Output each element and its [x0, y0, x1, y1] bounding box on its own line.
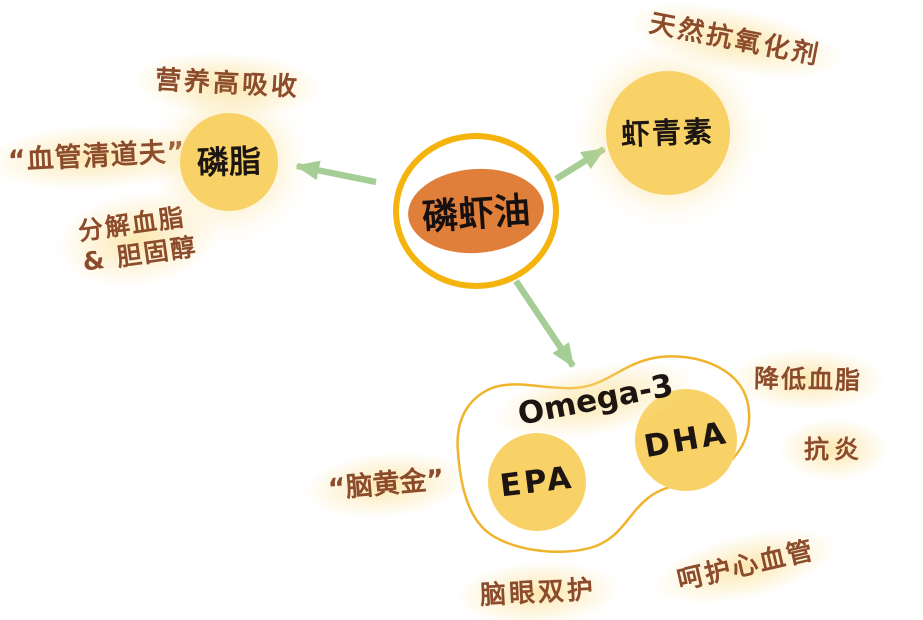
- arrow-to-astaxanthin: [554, 146, 606, 182]
- node-phospholipid: 磷脂: [180, 113, 278, 211]
- label-brain-eye-protection: 脑眼双护: [479, 574, 597, 612]
- node-dha-label: DHA: [641, 414, 731, 465]
- node-phospholipid-label: 磷脂: [196, 141, 262, 183]
- label-lower-blood-lipids: 降低血脂: [753, 364, 863, 395]
- center-node-label: 磷虾油: [420, 190, 532, 239]
- center-node-oval: 磷虾油: [405, 164, 547, 258]
- label-brain-gold: “脑黄金”: [326, 463, 446, 506]
- label-anti-inflammatory: 抗炎: [777, 417, 891, 482]
- label-break-down-lipids: 分解血脂 & 胆固醇: [76, 200, 199, 278]
- node-epa-label: EPA: [497, 459, 576, 504]
- node-epa: EPA: [488, 433, 586, 531]
- arrow-to-omega3: [513, 279, 576, 368]
- node-astaxanthin-label: 虾青素: [620, 113, 716, 152]
- node-astaxanthin: 虾青素: [606, 71, 730, 195]
- label-nutrition-absorption: 营养高吸收: [154, 65, 301, 103]
- center-node-krill-oil: 磷虾油: [393, 133, 559, 289]
- label-vessel-scavenger: “血管清道夫”: [7, 136, 187, 177]
- arrow-to-phospholipid: [295, 160, 377, 186]
